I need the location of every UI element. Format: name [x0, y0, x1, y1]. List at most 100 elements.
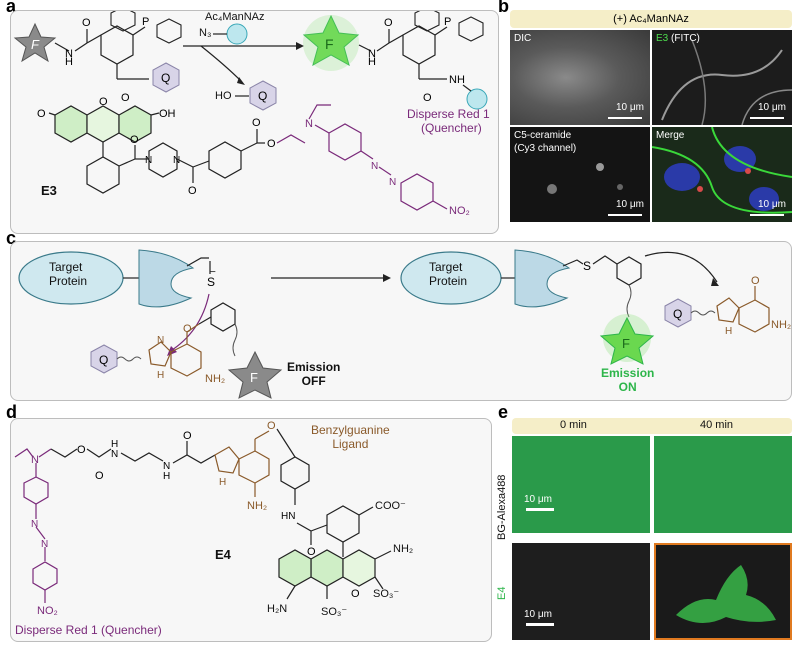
e-bg-40min	[654, 436, 792, 533]
quencher-hex-c1	[90, 344, 118, 374]
h2n-left: H₂N	[267, 603, 288, 615]
prod-n: N	[368, 48, 376, 60]
dr1-fragment	[14, 448, 58, 603]
snap-tag-1	[138, 249, 195, 308]
row-label-e4: E4	[496, 586, 508, 600]
e-scale-2: 10 μm	[524, 609, 552, 620]
c5-label-1: C5-ceramide	[514, 130, 572, 141]
e-e4-0min: 10 μm	[512, 543, 650, 640]
star-f-label: F	[31, 37, 40, 52]
c5-scale: 10 μm	[616, 199, 644, 210]
amide-d-o: O	[183, 430, 192, 442]
panel-d-label: d	[6, 402, 17, 422]
amide-d-n: N	[163, 461, 170, 472]
panel-c: S − Q O N H NH₂ F S	[10, 241, 792, 401]
so3-2: SO₃⁻	[321, 606, 348, 618]
panel-e-label: e	[498, 402, 509, 422]
benzyl-hn: HN	[281, 511, 295, 522]
e3-amide-o: O	[130, 134, 139, 146]
prod-h: H	[368, 56, 376, 68]
e3-structure: O O OH O N N O O O N	[37, 96, 448, 211]
hex-q-c2: Q	[673, 307, 682, 321]
e3-amide-o2: O	[188, 185, 197, 197]
panel-a-scheme: F H N O P O O Q Q	[13, 11, 488, 211]
azo-n2: N	[389, 177, 396, 188]
panel-b-header: (+) Ac₄ManNAz	[510, 10, 792, 28]
carbamate-o2: O	[95, 470, 104, 482]
guanine-nh2: NH₂	[205, 373, 225, 385]
prod-o2: O	[423, 92, 432, 104]
azo-n1: N	[371, 161, 378, 172]
dic-scale: 10 μm	[616, 102, 644, 113]
panel-c-scheme: S − Q O N H NH₂ F S	[18, 249, 791, 399]
e3-amine-n: N	[305, 118, 313, 130]
e-scale-1: 10 μm	[524, 494, 552, 505]
time-40: 40 min	[700, 419, 734, 431]
c5-label-2: (Cy3 channel)	[514, 143, 577, 154]
panel-e-header	[512, 418, 792, 434]
byproduct-ho: HO	[215, 90, 232, 102]
guanine-n1: N	[157, 335, 164, 346]
fluorophore-star-off	[13, 22, 57, 63]
xanthene-o: O	[351, 588, 360, 600]
nitro-label-d: NO₂	[37, 605, 58, 617]
prod-p: P	[444, 16, 451, 28]
released-nh2: NH₂	[771, 319, 791, 331]
carboxylate-label: COO⁻	[375, 500, 406, 512]
carbamate-n: N	[111, 449, 118, 460]
carbamate-o1: O	[77, 444, 86, 456]
benzylguanine-d	[214, 430, 270, 497]
fluorophore-on-star	[599, 316, 655, 365]
e3-oh: OH	[159, 108, 176, 120]
e3-pip-n2: N	[173, 155, 180, 166]
micrograph-e3-fitc: E3 (FITC) 10 μm	[652, 30, 792, 125]
row-label-bg-alexa: BG-Alexa488	[496, 474, 508, 540]
e-bg-0min: 10 μm	[512, 436, 650, 533]
bg-h: H	[219, 477, 226, 488]
hex-q-label: Q	[161, 71, 170, 85]
amide-o: O	[82, 17, 91, 29]
e-e4-40min	[654, 543, 792, 640]
phosphine-p: P	[142, 16, 149, 28]
e3-carbonyl-o: O	[37, 108, 46, 120]
fluorophore-off-star	[227, 350, 283, 399]
amide-h: H	[65, 56, 73, 68]
e3-ester-o2: O	[267, 138, 276, 150]
panel-a: F H N O P O O Q Q	[10, 10, 499, 234]
compound-e3: E3	[41, 183, 57, 198]
e3-ring-o: O	[99, 96, 108, 108]
guanine-h: H	[157, 370, 164, 381]
amide-n: N	[65, 48, 73, 60]
e3-fitc-label: E3 (FITC)	[656, 33, 700, 44]
star-on-f: F	[325, 36, 334, 52]
ester-o-1: O	[121, 92, 130, 104]
star-f-c2: F	[622, 336, 630, 351]
nh2-right: NH₂	[393, 543, 414, 555]
e3-pip-n1: N	[145, 155, 152, 166]
guanine-o: O	[183, 323, 192, 335]
prod-nh: NH	[449, 74, 465, 86]
azo-d-n1: N	[31, 519, 38, 530]
micrograph-c5-ceramide: C5-ceramide (Cy3 channel) 10 μm	[510, 127, 650, 222]
prod-o: O	[384, 17, 393, 29]
azide-sugar-circle	[226, 23, 248, 45]
quencher-label-a1: Disperse Red 1	[407, 107, 490, 121]
snap-tag-2	[514, 249, 571, 308]
fitc-scale: 10 μm	[758, 102, 786, 113]
star-f-c1: F	[250, 370, 258, 385]
thiolate-s: S	[207, 275, 215, 289]
quencher-label-a2: (Quencher)	[421, 121, 482, 135]
quencher-label-d: Disperse Red 1 (Quencher)	[15, 623, 162, 637]
amide-d-h: H	[163, 471, 170, 482]
quencher-hex-byproduct	[249, 80, 277, 111]
fluorophore-star-on	[302, 14, 360, 67]
micrograph-dic: DIC 10 μm	[510, 30, 650, 125]
hex-q-c1: Q	[99, 353, 108, 367]
bg-nh2: NH₂	[247, 500, 267, 512]
panel-a-label: a	[6, 0, 17, 16]
merge-scale: 10 μm	[758, 199, 786, 210]
